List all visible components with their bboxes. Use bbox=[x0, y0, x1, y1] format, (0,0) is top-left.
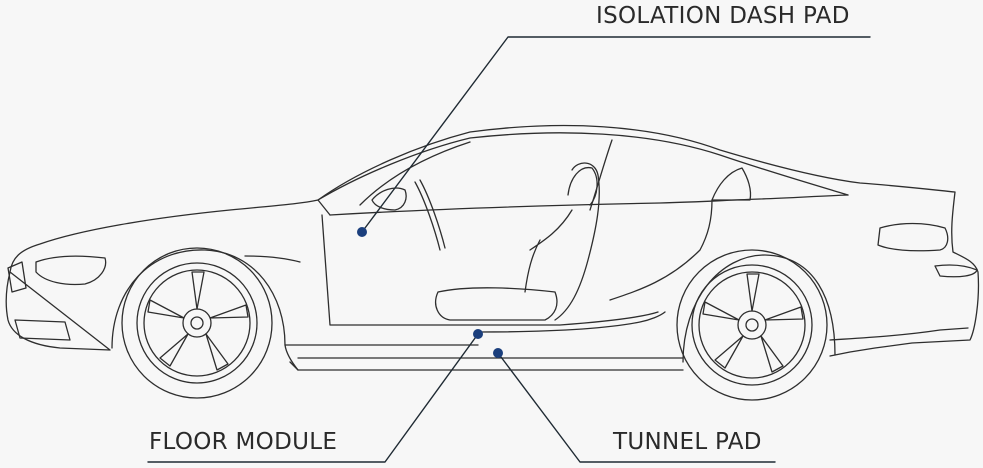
door-outline bbox=[321, 214, 659, 326]
callout-lines bbox=[147, 36, 871, 463]
fender-vent bbox=[244, 255, 301, 263]
rear-wheel bbox=[676, 249, 828, 401]
kidney-grille bbox=[7, 261, 27, 293]
isolation-dash-pad-marker bbox=[357, 227, 367, 237]
taillight bbox=[877, 222, 949, 252]
rear-light-strip bbox=[934, 264, 978, 278]
floor-module-leader bbox=[147, 333, 479, 463]
rear-wheel-arch bbox=[682, 254, 836, 363]
floor-module-marker bbox=[473, 329, 483, 339]
isolation-dash-pad-label: ISOLATION DASH PAD bbox=[596, 3, 850, 29]
window-lower-line bbox=[329, 194, 849, 216]
seat-side bbox=[524, 209, 573, 293]
car-body-outline bbox=[5, 124, 980, 371]
floor-module-label: FLOOR MODULE bbox=[149, 429, 338, 455]
tunnel-pad-marker bbox=[493, 348, 503, 358]
rear-interior bbox=[609, 199, 713, 301]
headlight bbox=[35, 255, 107, 286]
seat-backrest bbox=[554, 162, 600, 321]
seat-cushion bbox=[435, 287, 558, 321]
a-pillar bbox=[317, 141, 471, 216]
rear-bumper bbox=[829, 327, 969, 341]
steering-wheel bbox=[414, 179, 446, 251]
isolation-dash-pad-leader bbox=[361, 36, 871, 233]
tunnel-pad-label: TUNNEL PAD bbox=[613, 429, 762, 455]
roofline bbox=[317, 132, 849, 201]
side-mirror bbox=[371, 187, 407, 211]
side-skirt bbox=[284, 344, 684, 371]
seat-headrest bbox=[567, 166, 598, 206]
front-wheel-arch bbox=[111, 249, 286, 349]
rear-window bbox=[711, 167, 752, 201]
front-intake bbox=[14, 319, 71, 341]
sill-curve bbox=[477, 311, 666, 333]
tunnel-pad-leader bbox=[497, 352, 776, 463]
front-wheel bbox=[121, 247, 273, 399]
